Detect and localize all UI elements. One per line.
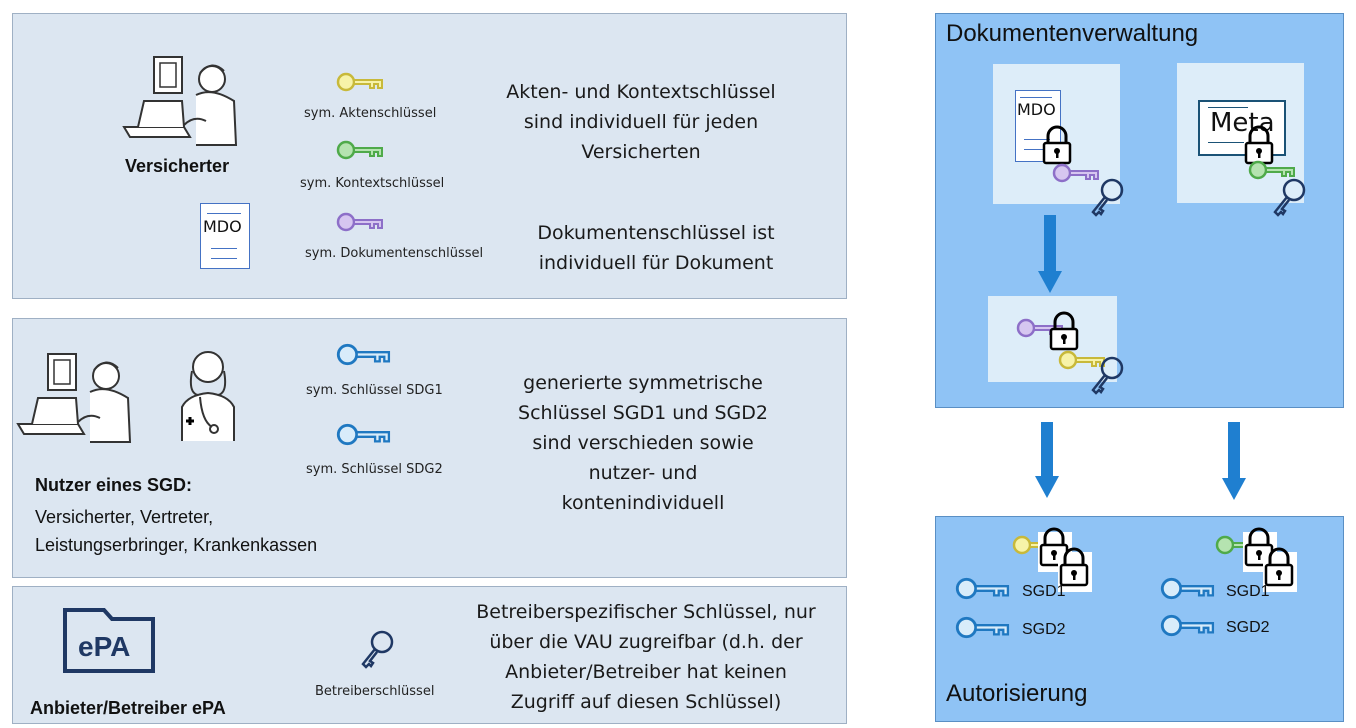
doctor-icon xyxy=(181,351,235,441)
arrow-down-icon-3 xyxy=(1222,422,1246,500)
auth1-padlock-icon-b xyxy=(1058,547,1092,592)
betreiber-key-icon-2 xyxy=(1091,356,1124,395)
epa-folder-icon: ePA xyxy=(62,607,156,673)
dokumentenverwaltung-title: Dokumentenverwaltung xyxy=(946,20,1199,47)
versicherter-label: Versicherter xyxy=(125,156,230,176)
keys-panel-betreiber xyxy=(12,586,847,724)
auth1-sgd1-label: SGD1 xyxy=(1022,583,1066,600)
sdg1-key-label: sym. Schlüssel SDG1 xyxy=(306,383,443,398)
betreiber-label: Anbieter/Betreiber ePA xyxy=(30,698,226,718)
betreiber-key-label: Betreiberschlüssel xyxy=(315,684,435,699)
kontext-key-label: sym. Kontextschlüssel xyxy=(300,176,445,191)
arrow-down-icon-2 xyxy=(1035,422,1059,498)
dokument-key-icon xyxy=(336,212,384,232)
kontext-key-icon xyxy=(336,140,384,160)
auth1-sgd2-key-icon xyxy=(955,616,1010,639)
akten-key-icon xyxy=(336,72,384,92)
auth1-sgd1-key-icon xyxy=(955,577,1010,600)
mdo-doc-icon-label: MDO xyxy=(1017,100,1056,119)
akten-key-label: sym. Aktenschlüssel xyxy=(304,106,437,121)
meta-doc-icon-label: Meta xyxy=(1210,108,1275,138)
auth2-padlock-icon-b xyxy=(1263,547,1297,592)
dokument-key-label: sym. Dokumentenschlüssel xyxy=(305,246,484,261)
autorisierung-title: Autorisierung xyxy=(946,680,1088,707)
sgd-user-title: Nutzer eines SGD: xyxy=(35,475,193,495)
mdo-betreiber-key-icon xyxy=(1091,178,1124,217)
mdo-padlock-icon xyxy=(1042,125,1072,165)
auth2-sgd2-label: SGD2 xyxy=(1226,619,1270,636)
sgd-user-roles: Versicherter, Vertreter,Leistungserbring… xyxy=(35,507,318,555)
key-padlock-icon xyxy=(1049,311,1079,351)
auth2-sgd2-key-icon xyxy=(1160,614,1215,637)
auth2-sgd1-key-icon xyxy=(1160,577,1215,600)
mdo-doc-label: MDO xyxy=(203,217,242,236)
meta-doc-icon: Meta xyxy=(1198,100,1286,156)
betreiber-key-icon xyxy=(361,630,394,669)
keys-panel-versicherter xyxy=(12,13,847,299)
sdg1-key-icon xyxy=(336,343,391,366)
versicherter-person-icon xyxy=(123,56,237,146)
auth1-sgd2-label: SGD2 xyxy=(1022,621,1066,638)
meta-betreiber-key-icon xyxy=(1273,178,1306,217)
epa-folder-label: ePA xyxy=(78,631,131,662)
arrow-down-icon-1 xyxy=(1038,215,1062,293)
sdg2-key-icon xyxy=(336,423,391,446)
sdg2-key-label: sym. Schlüssel SDG2 xyxy=(306,462,443,477)
mdo-document-icon: MDO xyxy=(200,203,250,269)
keys-panel-sgd xyxy=(12,318,847,578)
auth2-sgd1-label: SGD1 xyxy=(1226,583,1270,600)
sgd-user-person-icon xyxy=(17,353,131,443)
